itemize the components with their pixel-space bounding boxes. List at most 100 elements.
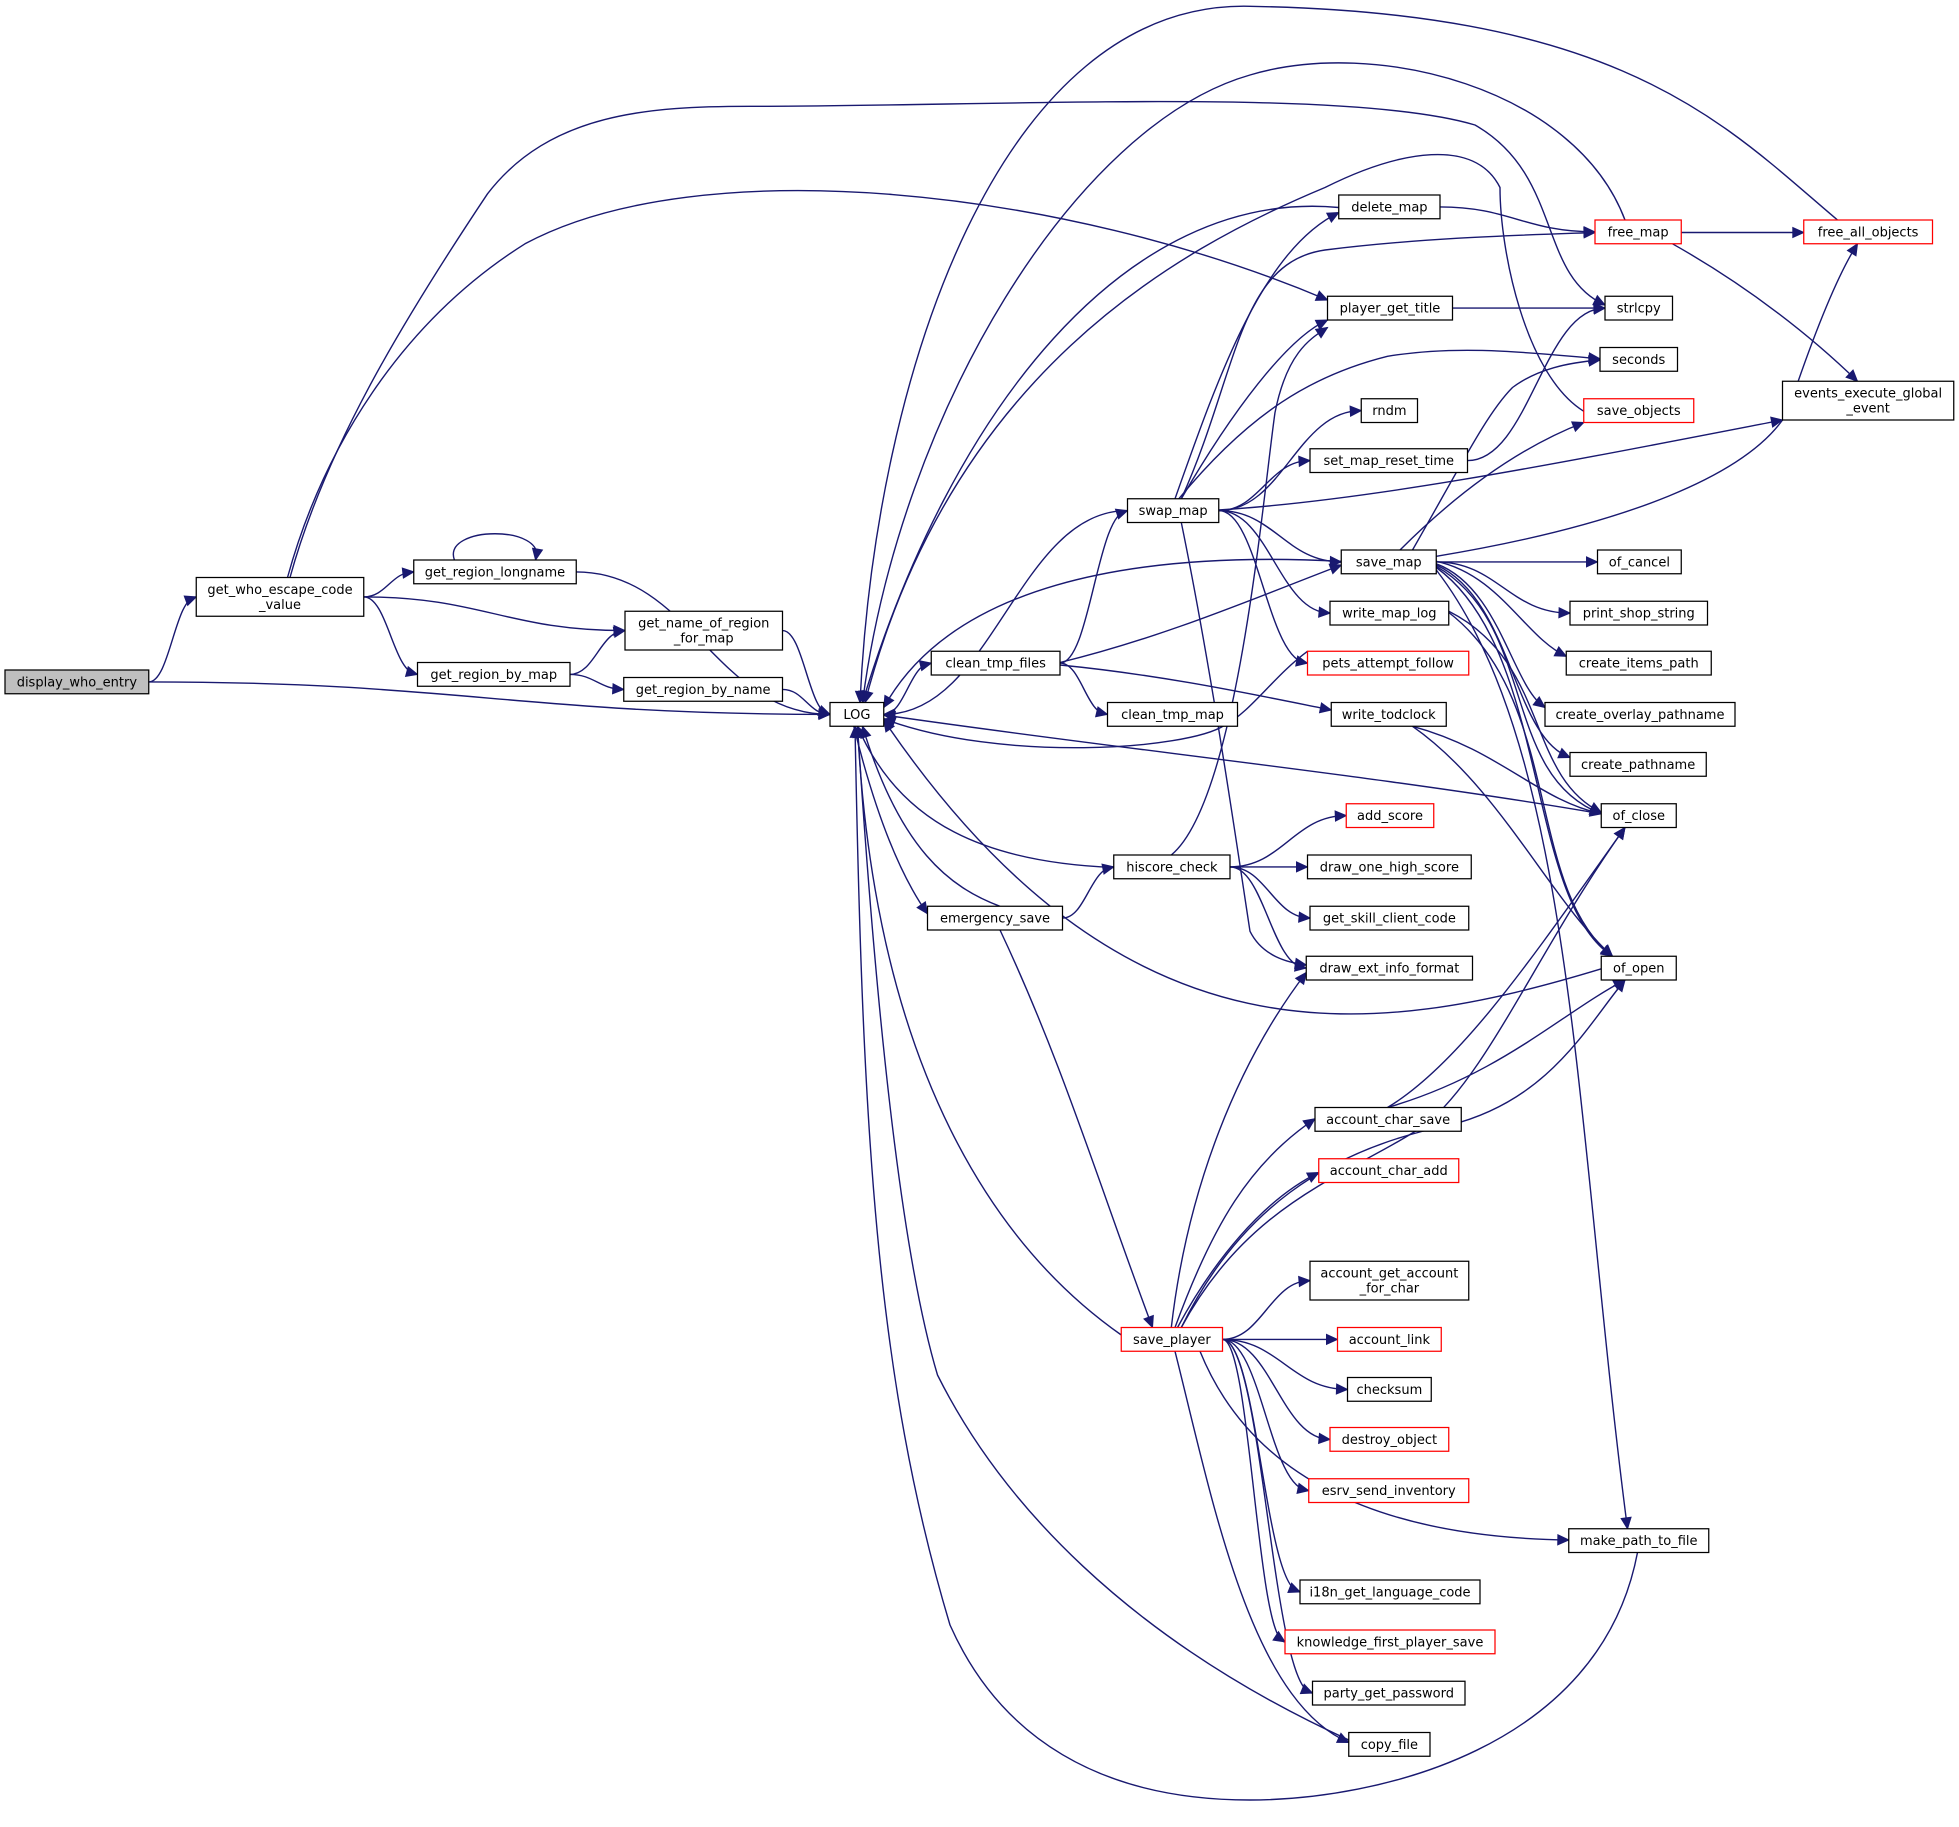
- node-destroy-object[interactable]: destroy_object: [1329, 1426, 1450, 1452]
- node-label: write_map_log: [1342, 607, 1436, 622]
- node-label: checksum: [1357, 1383, 1423, 1398]
- node-free-map[interactable]: free_map: [1594, 219, 1682, 245]
- node-label: get_name_of_region: [638, 617, 769, 632]
- node-free-all-objects[interactable]: free_all_objects: [1803, 219, 1934, 245]
- edge-emergency_save-to-LOG: [861, 726, 1001, 907]
- node-hiscore-check[interactable]: hiscore_check: [1113, 854, 1231, 880]
- node-create-overlay-pathname[interactable]: create_overlay_pathname: [1544, 701, 1736, 727]
- node-events-execute-global-event[interactable]: events_execute_global_event: [1781, 380, 1955, 421]
- node-pets-attempt-follow[interactable]: pets_attempt_follow: [1306, 650, 1470, 676]
- node-checksum[interactable]: checksum: [1346, 1376, 1432, 1402]
- node-copy-file[interactable]: copy_file: [1348, 1731, 1431, 1757]
- node-account-link[interactable]: account_link: [1336, 1326, 1442, 1352]
- edge-hiscore_check-to-player_get_title: [1170, 326, 1328, 856]
- node-label: strlcpy: [1617, 302, 1661, 317]
- node-clean-tmp-files[interactable]: clean_tmp_files: [930, 650, 1061, 676]
- edge-emergency_save-to-save_player: [999, 929, 1154, 1328]
- node-layer: display_who_entry get_who_escape_code_val…: [4, 194, 1955, 1757]
- arrowhead: [1318, 702, 1333, 714]
- edge-hiscore_check-to-draw_ext_info_format: [1229, 866, 1307, 969]
- node-label: i18n_get_language_code: [1309, 1585, 1470, 1600]
- edge-save_player-to-destroy_object: [1222, 1338, 1331, 1441]
- arrowhead: [1586, 556, 1599, 568]
- node-party-get-password[interactable]: party_get_password: [1311, 1680, 1466, 1706]
- node-emergency-save[interactable]: emergency_save: [926, 905, 1064, 931]
- edge-save_map-to-print_shop_string: [1436, 561, 1571, 614]
- node-save-objects[interactable]: save_objects: [1583, 398, 1695, 424]
- node-print-shop-string[interactable]: print_shop_string: [1569, 600, 1709, 626]
- edge-clean_tmp_files-to-save_map: [1059, 564, 1342, 664]
- node-draw-ext-info-format[interactable]: draw_ext_info_format: [1305, 955, 1474, 981]
- node-save-player[interactable]: save_player: [1120, 1326, 1224, 1352]
- edge-write_map_log-to-of_close: [1448, 610, 1602, 814]
- node-get-region-by-map[interactable]: get_region_by_map: [416, 661, 571, 687]
- node-get-region-by-name[interactable]: get_region_by_name: [623, 676, 784, 702]
- edge-clean_tmp_files-to-swap_map: [1059, 509, 1128, 664]
- node-account-get-account-for-char[interactable]: account_get_account_for_char: [1309, 1260, 1470, 1301]
- node-set-map-reset-time[interactable]: set_map_reset_time: [1309, 448, 1469, 474]
- node-save-map[interactable]: save_map: [1340, 549, 1437, 575]
- node-get-who-escape-code-value[interactable]: get_who_escape_code_value: [195, 576, 365, 617]
- arrowhead: [1294, 971, 1308, 986]
- node-rndm[interactable]: rndm: [1360, 398, 1419, 424]
- node-box: [1284, 1629, 1496, 1655]
- edge-save_player-to-LOG: [856, 726, 1122, 1336]
- arrowhead: [854, 690, 867, 704]
- node-make-path-to-file[interactable]: make_path_to_file: [1568, 1528, 1710, 1554]
- edge-account_char_save-to-of_close: [1387, 827, 1626, 1109]
- node-get-region-longname[interactable]: get_region_longname: [413, 559, 577, 585]
- node-get-skill-client-code[interactable]: get_skill_client_code: [1309, 905, 1470, 931]
- edge-save_map-to-create_overlay_pathname: [1436, 563, 1546, 709]
- node-box: [1569, 751, 1707, 777]
- edge-write_todclock-to-of_open: [1412, 725, 1613, 957]
- node-create-items-path[interactable]: create_items_path: [1565, 650, 1712, 676]
- node-box: [1113, 854, 1231, 880]
- node-draw-one-high-score[interactable]: draw_one_high_score: [1306, 854, 1472, 880]
- node-get-name-of-region-for-map[interactable]: get_name_of_region_for_map: [624, 610, 784, 651]
- node-label: get_region_by_name: [636, 683, 771, 698]
- edge-display_who_entry-to-get_who_escape_code_value: [148, 596, 197, 683]
- node-swap-map[interactable]: swap_map: [1126, 498, 1220, 524]
- edge-set_map_reset_time-to-strlcpy: [1467, 307, 1606, 462]
- node-player-get-title[interactable]: player_get_title: [1326, 295, 1454, 321]
- node-LOG[interactable]: LOG: [829, 701, 885, 727]
- node-add-score[interactable]: add_score: [1345, 803, 1435, 829]
- node-label: party_get_password: [1324, 1687, 1454, 1702]
- node-account-char-save[interactable]: account_char_save: [1314, 1106, 1462, 1132]
- edge-delete_map-to-LOG: [861, 205, 1339, 703]
- node-label: esrv_send_inventory: [1322, 1484, 1456, 1499]
- node-box: [1340, 549, 1437, 575]
- arrowhead: [1335, 1383, 1349, 1395]
- node-label: _value: [258, 598, 301, 613]
- arrowhead: [1770, 416, 1784, 428]
- edge-delete_map-to-free_map: [1439, 206, 1596, 233]
- node-write-map-log[interactable]: write_map_log: [1329, 600, 1450, 626]
- node-box: [930, 650, 1061, 676]
- node-seconds[interactable]: seconds: [1599, 346, 1679, 372]
- node-box: [1565, 650, 1712, 676]
- node-knowledge-first-player-save[interactable]: knowledge_first_player_save: [1284, 1629, 1496, 1655]
- node-strlcpy[interactable]: strlcpy: [1604, 295, 1674, 321]
- node-of-close[interactable]: of_close: [1600, 803, 1677, 829]
- node-of-cancel[interactable]: of_cancel: [1596, 549, 1682, 575]
- arrowhead: [401, 567, 416, 579]
- arrowhead: [1613, 826, 1626, 841]
- edge-get_who_escape_code_value-to-strlcpy: [289, 100, 1606, 578]
- node-label: clean_tmp_files: [945, 657, 1046, 672]
- node-box: [1126, 498, 1220, 524]
- edge-clean_tmp_files-to-clean_tmp_map: [1059, 662, 1108, 716]
- node-label: account_get_account: [1320, 1267, 1458, 1282]
- node-delete-map[interactable]: delete_map: [1338, 194, 1441, 220]
- node-box: [1309, 905, 1470, 931]
- node-i18n-get-language-code[interactable]: i18n_get_language_code: [1299, 1579, 1481, 1605]
- node-create-pathname[interactable]: create_pathname: [1569, 751, 1707, 777]
- node-esrv-send-inventory[interactable]: esrv_send_inventory: [1308, 1478, 1470, 1504]
- node-display-who-entry[interactable]: display_who_entry: [4, 669, 150, 695]
- node-write-todclock[interactable]: write_todclock: [1330, 701, 1447, 727]
- node-label: save_map: [1356, 555, 1422, 570]
- node-of-open[interactable]: of_open: [1600, 955, 1677, 981]
- node-clean-tmp-map[interactable]: clean_tmp_map: [1106, 701, 1239, 727]
- arrowhead: [862, 689, 874, 704]
- edge-swap_map-to-free_map: [1180, 231, 1596, 500]
- node-account-char-add[interactable]: account_char_add: [1318, 1158, 1460, 1184]
